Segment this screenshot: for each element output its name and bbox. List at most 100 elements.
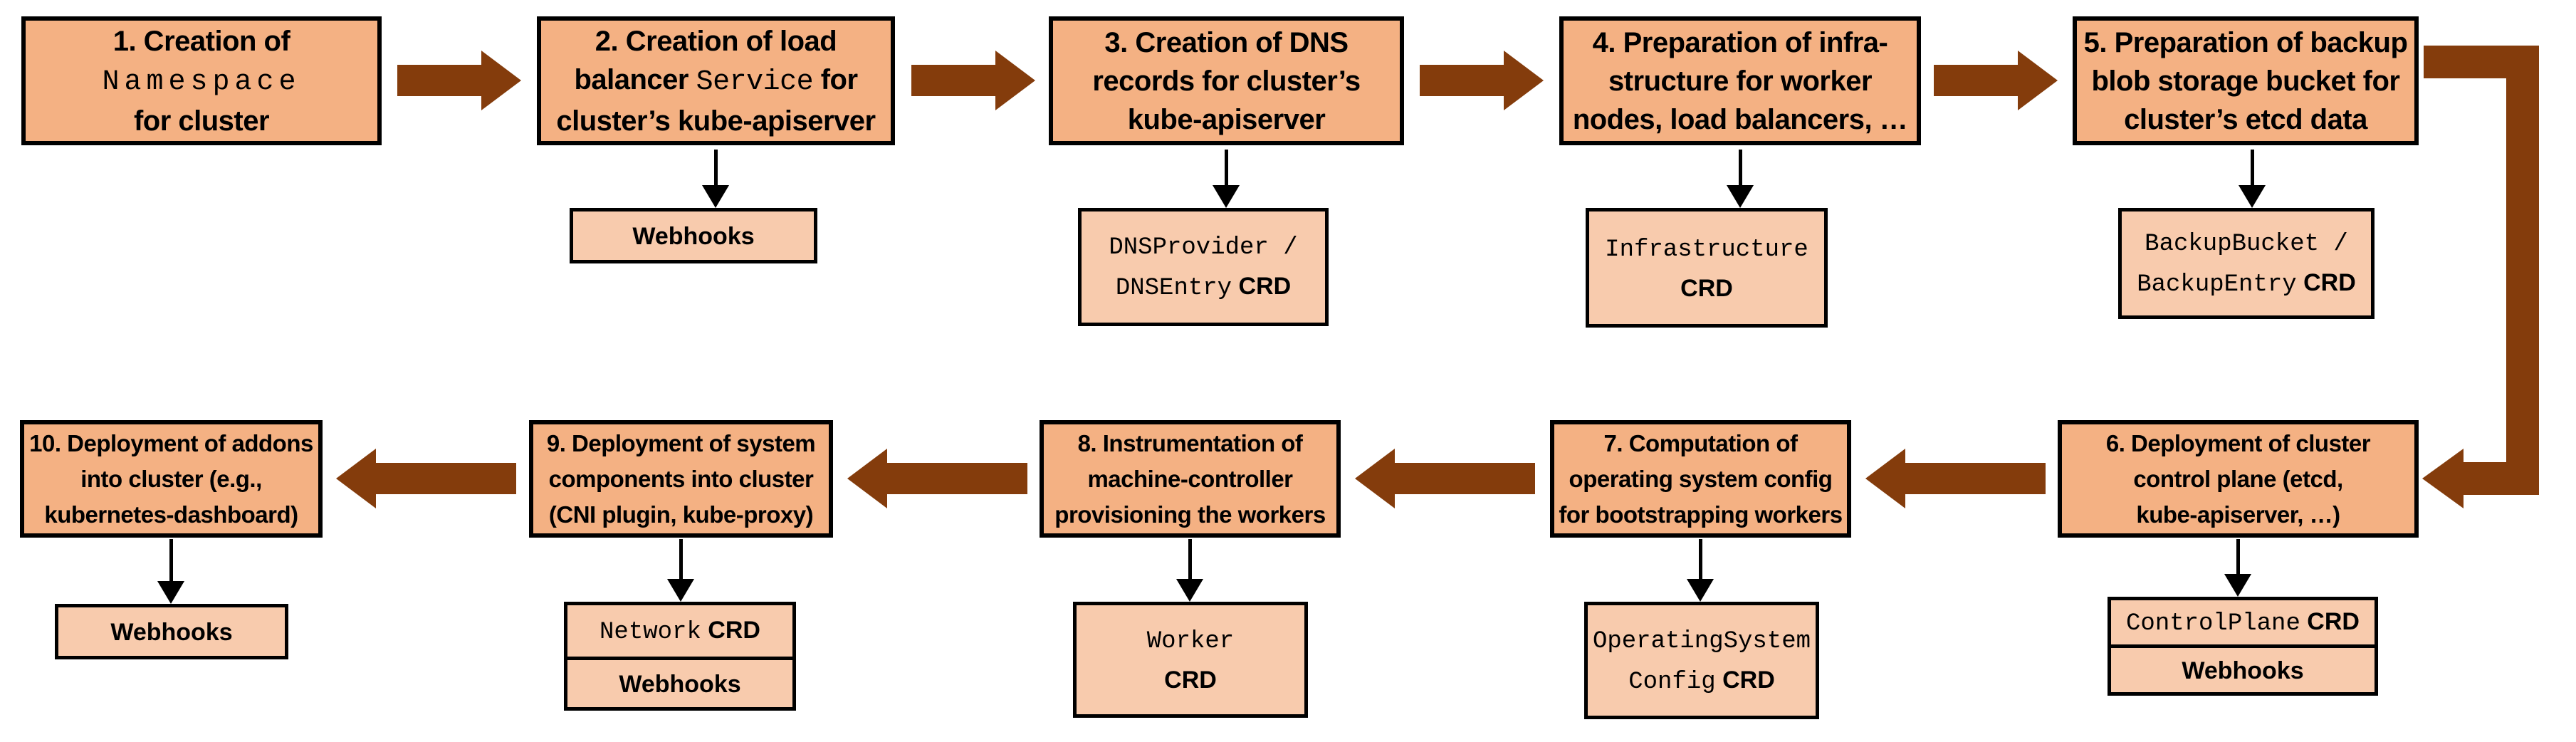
- down-arrow-icon: [2239, 150, 2266, 208]
- code-segment: OperatingSystem: [1592, 627, 1811, 655]
- down-arrow-icon: [667, 539, 694, 602]
- code-segment: Namespace: [102, 66, 301, 98]
- sub-box-line: Infrastructure: [1605, 229, 1808, 269]
- flow-arrow-left-icon: [847, 449, 1027, 508]
- network-crd-box: Network CRD: [567, 605, 792, 657]
- step-title-line: kube-apiserver: [1128, 100, 1326, 139]
- step-5-crd-box: BackupBucket / BackupEntry CRD: [2118, 208, 2375, 319]
- flow-arrow-left-icon: [336, 449, 516, 508]
- title-segment: records for cluster’s: [1092, 65, 1361, 97]
- title-segment: 6. Deployment of cluster: [2105, 429, 2371, 456]
- step-10-webhooks-box: Webhooks: [55, 604, 288, 659]
- step-8-crd-box: Worker CRD: [1073, 602, 1308, 718]
- down-arrow-icon: [1176, 539, 1203, 602]
- code-segment: DNSProvider /: [1109, 234, 1298, 261]
- sub-box-line: Webhooks: [2182, 651, 2303, 690]
- sub-box-line: DNSProvider /: [1109, 226, 1297, 267]
- title-segment: 10. Deployment of addons: [29, 429, 313, 456]
- sub-box-line: Webhooks: [632, 216, 754, 256]
- step-6-crd-webhooks-box: ControlPlane CRD Webhooks: [2108, 597, 2378, 696]
- webhooks-box: Webhooks: [2111, 644, 2375, 692]
- step-3-crd-box: DNSProvider / DNSEntry CRD: [1078, 208, 1329, 326]
- title-segment: kube-apiserver: [1127, 103, 1326, 135]
- title-segment: CRD: [2300, 607, 2360, 635]
- step-title-line: 4. Preparation of infra-: [1593, 23, 1888, 62]
- step-title-line: machine-controller: [1087, 461, 1293, 497]
- step-title-line: 10. Deployment of addons: [29, 426, 313, 461]
- step-title-line: for bootstrapping workers: [1559, 497, 1843, 533]
- sub-box-line: Worker: [1147, 620, 1234, 661]
- sub-box-line: Webhooks: [619, 664, 740, 704]
- title-segment: structure for worker: [1608, 65, 1873, 97]
- title-segment: components into cluster: [548, 465, 814, 492]
- step-title-line: into cluster (e.g.,: [80, 461, 262, 497]
- code-segment: Network: [600, 618, 701, 646]
- sub-box-line: BackupEntry CRD: [2137, 263, 2356, 304]
- code-segment: Config: [1628, 668, 1716, 696]
- step-title-line: records for cluster’s: [1092, 62, 1361, 100]
- code-segment: BackupBucket /: [2145, 231, 2348, 258]
- title-segment: into cluster (e.g.,: [80, 465, 262, 492]
- step-title-line: cluster’s kube-apiserver: [556, 102, 876, 140]
- down-arrow-icon: [1213, 150, 1240, 208]
- title-segment: 4. Preparation of infra-: [1592, 26, 1888, 58]
- title-segment: balancer: [574, 63, 696, 95]
- sub-box-line: CRD: [1680, 269, 1733, 308]
- step-title-line: for cluster: [133, 102, 270, 140]
- step-title-line: components into cluster: [549, 461, 814, 497]
- step-2-box: 2. Creation of load balancer Service for…: [537, 16, 895, 145]
- title-segment: kube-apiserver, …): [2136, 501, 2340, 528]
- sub-box-line: BackupBucket /: [2145, 223, 2348, 263]
- title-segment: Webhooks: [632, 222, 755, 250]
- step-title-line: kube-apiserver, …): [2136, 497, 2340, 533]
- flow-arrow-right-icon: [397, 51, 521, 110]
- title-segment: cluster’s etcd data: [2124, 103, 2367, 135]
- title-segment: CRD: [1680, 274, 1733, 302]
- title-segment: CRD: [1164, 667, 1217, 694]
- title-segment: nodes, load balancers, …: [1572, 103, 1908, 135]
- controlplane-crd-box: ControlPlane CRD: [2111, 600, 2375, 644]
- code-segment: Infrastructure: [1605, 236, 1808, 263]
- title-segment: 3. Creation of DNS: [1104, 26, 1349, 58]
- down-arrow-icon: [702, 150, 729, 208]
- sub-box-line: CRD: [1164, 661, 1217, 699]
- code-segment: DNSEntry: [1115, 275, 1232, 302]
- sub-box-line: ControlPlane CRD: [2126, 602, 2360, 643]
- title-segment: CRD: [1715, 666, 1775, 694]
- sub-box-line: OperatingSystem: [1593, 620, 1811, 661]
- step-9-box: 9. Deployment of system components into …: [529, 420, 833, 538]
- step-title-line: cluster’s etcd data: [2124, 100, 2367, 139]
- sub-box-line: Network CRD: [600, 611, 760, 652]
- title-segment: (CNI plugin, kube-proxy): [548, 501, 814, 528]
- title-segment: for cluster: [133, 105, 270, 137]
- flow-arrow-left-icon: [1355, 449, 1535, 508]
- step-title-line: provisioning the workers: [1054, 497, 1326, 533]
- title-segment: for: [813, 63, 858, 95]
- flow-arrow-right-icon: [1420, 51, 1544, 110]
- title-segment: 9. Deployment of system: [546, 429, 816, 456]
- step-5-box: 5. Preparation of backup blob storage bu…: [2073, 16, 2419, 145]
- code-segment: BackupEntry: [2137, 271, 2297, 298]
- title-segment: 7. Computation of: [1603, 429, 1798, 456]
- code-segment: ControlPlane: [2126, 610, 2300, 637]
- step-title-line: 9. Deployment of system: [546, 426, 816, 461]
- title-segment: 2. Creation of load: [595, 25, 837, 57]
- flow-arrow-left-icon: [1865, 449, 2046, 508]
- title-segment: Webhooks: [110, 618, 233, 646]
- title-segment: machine-controller: [1087, 465, 1293, 492]
- step-title-line: Namespace: [102, 61, 300, 102]
- sub-box-line: Config CRD: [1628, 661, 1775, 701]
- step-title-line: 2. Creation of load: [595, 22, 837, 61]
- title-segment: kubernetes-dashboard): [44, 501, 298, 528]
- title-segment: 8. Instrumentation of: [1077, 429, 1303, 456]
- step-7-box: 7. Computation of operating system confi…: [1550, 420, 1851, 538]
- code-segment: Service: [696, 66, 814, 98]
- step-title-line: operating system config: [1569, 461, 1833, 497]
- flow-arrow-right-icon: [911, 51, 1035, 110]
- sub-box-line: Webhooks: [110, 612, 232, 652]
- step-3-box: 3. Creation of DNS records for cluster’s…: [1049, 16, 1404, 145]
- title-segment: control plane (etcd,: [2133, 465, 2343, 492]
- step-1-box: 1. Creation of Namespace for cluster: [21, 16, 382, 145]
- step-8-box: 8. Instrumentation of machine-controller…: [1040, 420, 1341, 538]
- step-title-line: 3. Creation of DNS: [1104, 23, 1349, 62]
